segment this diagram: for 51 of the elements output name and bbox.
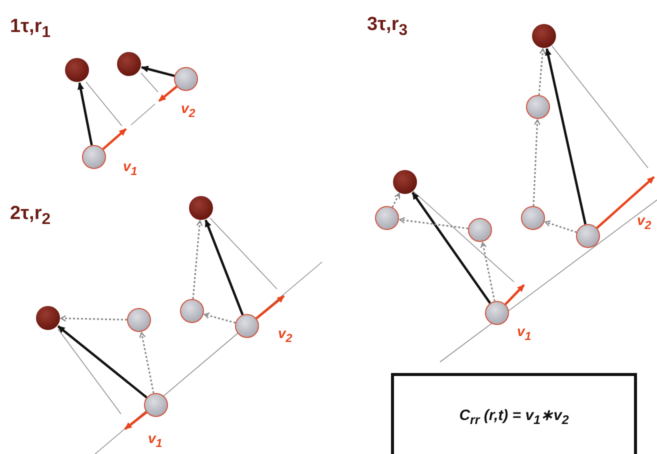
arrow [140,66,175,78]
dotted-arrow [399,217,468,230]
particle [468,218,492,242]
particle [576,224,600,248]
dotted-arrow [204,312,236,324]
arrow [78,82,93,146]
dotted-arrow [192,220,203,300]
arrow [102,128,127,150]
particle [174,67,198,91]
particle [235,314,259,338]
vector-label: v$_{1}$ [123,158,138,178]
particle [526,95,550,119]
panel-label: 2τ,r$_{2}$ [10,203,51,229]
formula-box [391,373,637,454]
dotted-arrow [544,220,577,234]
vector-label: v$_{2}$ [278,325,292,345]
dotted-arrow [139,332,154,394]
vector-label: v$_{1}$ [517,323,532,343]
particle [65,58,89,82]
dotted-arrow [60,315,128,322]
arrow [504,284,525,306]
particle [127,308,151,332]
arrow [158,86,178,102]
dotted-arrow [392,193,400,208]
dotted-arrow [532,119,540,206]
particle [485,301,509,325]
dotted-arrow [480,242,496,302]
vector-label: v$_{1}$ [148,430,162,450]
particle [82,145,106,169]
formula-text: C$_{rr}$ (r,t) = v$_{1}$∗v$_{2}$ [459,406,569,426]
arrow [124,411,148,430]
arrow [256,295,285,320]
arrow [596,176,655,229]
arrow [412,192,492,304]
particle [375,206,399,230]
panel-label: 3τ,r$_{3}$ [367,14,408,40]
arrow [57,325,148,398]
particle [180,299,204,323]
vector-label: v$_{2}$ [637,212,652,232]
dotted-arrow [538,48,546,96]
particle [189,196,213,220]
particle [144,393,168,417]
particle [393,170,417,194]
particle [117,52,141,76]
particle [36,306,60,330]
arrow [204,219,244,316]
arrow [544,48,587,225]
particle [532,24,556,48]
vector-label: v$_{2}$ [181,100,196,120]
particle [521,206,545,230]
panel-label: 1τ,r$_{1}$ [10,16,51,42]
